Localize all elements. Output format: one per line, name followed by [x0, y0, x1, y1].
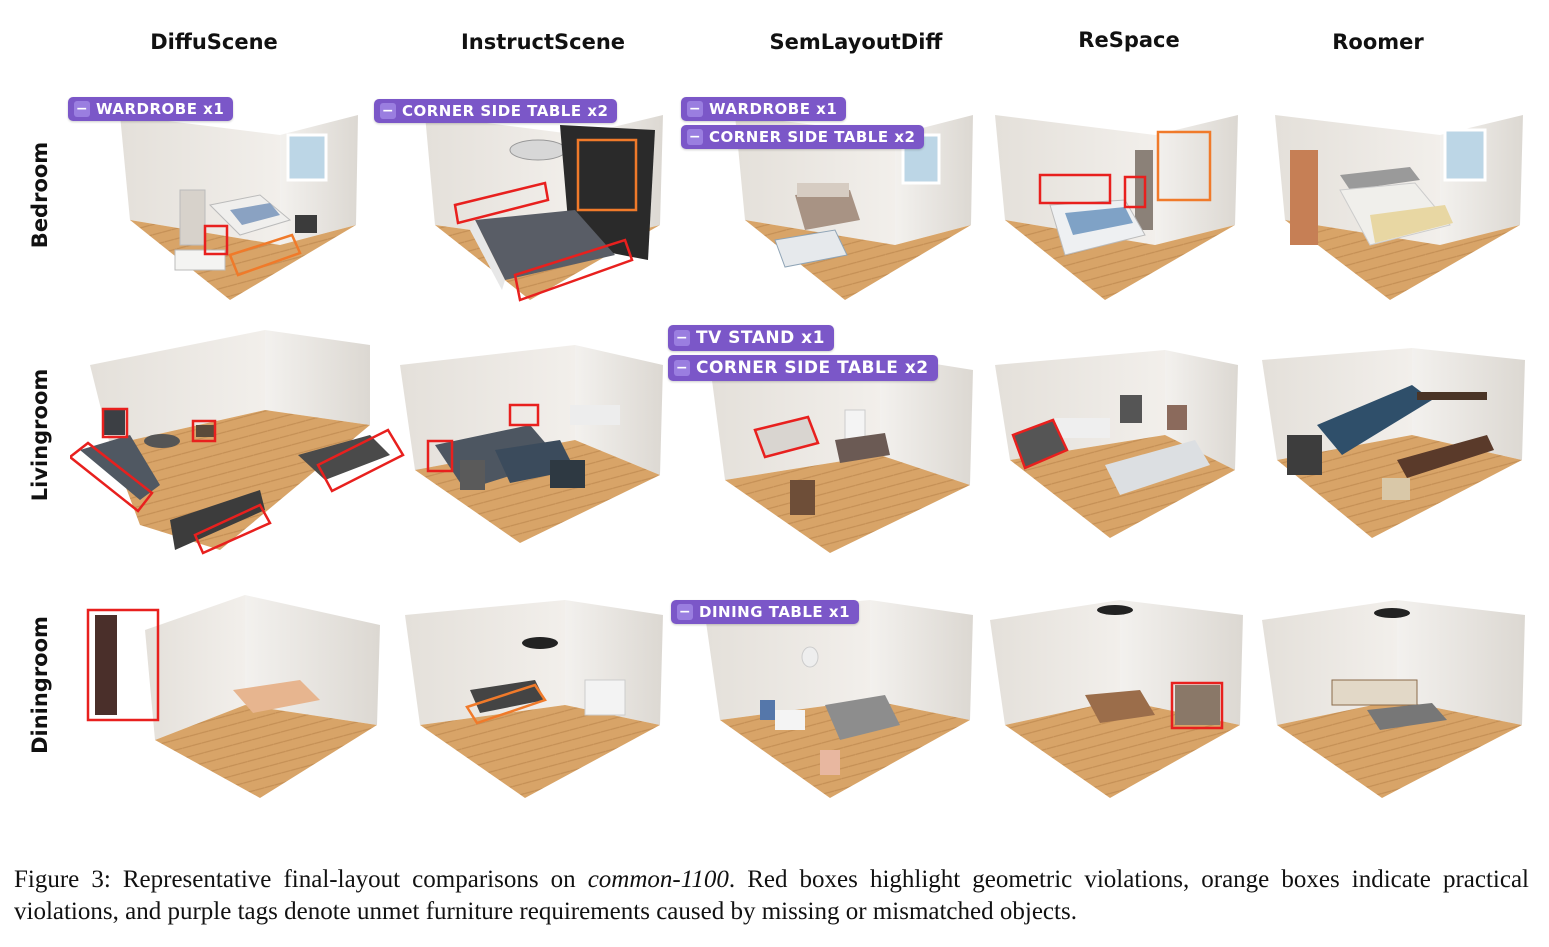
bedroom-instructscene-render — [420, 95, 665, 305]
bedroom-roomer-render — [1275, 95, 1525, 305]
row-header-diningroom: Diningroom — [28, 616, 52, 754]
missing-requirement-tag: −TV STAND x1 — [668, 325, 834, 351]
row-header-livingroom: Livingroom — [28, 368, 52, 502]
practical-violation-box — [228, 233, 302, 277]
livingroom-diffuscene-render — [70, 325, 405, 555]
column-header-semlayoutdiff: SemLayoutDiff — [769, 30, 943, 54]
missing-requirement-tag: −CORNER SIDE TABLE x2 — [681, 125, 925, 149]
missing-requirement-tag: −CORNER SIDE TABLE x2 — [374, 99, 618, 123]
figure-caption: Figure 3: Representative final-layout co… — [14, 866, 1529, 925]
livingroom-respace-render — [995, 330, 1240, 540]
livingroom-instructscene-render — [400, 325, 665, 545]
row-header-bedroom: Bedroom — [28, 141, 52, 249]
geometric-violation-box — [203, 224, 229, 256]
diningroom-roomer-render — [1262, 595, 1527, 800]
column-header-diffuscene: DiffuScene — [150, 30, 278, 54]
missing-requirement-tag: −WARDROBE x1 — [681, 97, 847, 121]
bedroom-diffuscene-render — [120, 95, 360, 305]
dataset-name: common-1100 — [587, 866, 729, 893]
column-header-respace: ReSpace — [1078, 28, 1180, 52]
livingroom-semlayoutdiff-render — [710, 345, 975, 555]
livingroom-roomer-render — [1262, 330, 1527, 540]
missing-requirement-tag: −CORNER SIDE TABLE x2 — [668, 355, 938, 381]
diningroom-instructscene-render — [405, 595, 665, 800]
diningroom-diffuscene-render — [85, 595, 385, 800]
missing-requirement-tag: −DINING TABLE x1 — [671, 600, 860, 624]
diningroom-semlayoutdiff-render — [705, 595, 975, 800]
diningroom-respace-render — [990, 595, 1245, 800]
bedroom-respace-render — [995, 95, 1240, 305]
column-header-instructscene: InstructScene — [460, 30, 626, 54]
column-header-roomer: Roomer — [1332, 30, 1424, 54]
missing-requirement-tag: −WARDROBE x1 — [68, 97, 234, 121]
